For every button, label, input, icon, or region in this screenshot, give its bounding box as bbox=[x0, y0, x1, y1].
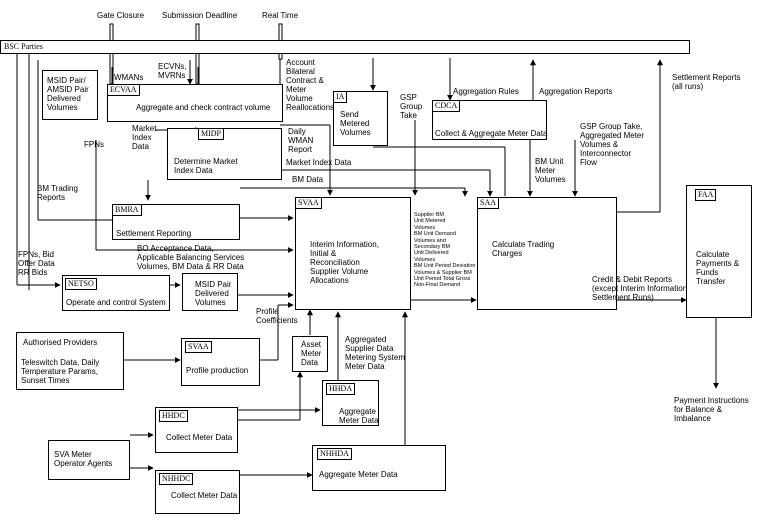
hhdc-title: Collect Meter Data bbox=[166, 433, 233, 442]
nhhda-title: Aggregate Meter Data bbox=[319, 470, 398, 479]
profile-coefficients-label: Profile Coefficients bbox=[256, 307, 298, 325]
asset-meter-data-box: Asset Meter Data bbox=[292, 336, 328, 372]
bo-acceptance-label: BO Acceptance Data, Applicable Balancing… bbox=[137, 244, 245, 271]
credit-debit-reports-label: Credit & Debit Reports (except Interim I… bbox=[592, 275, 688, 302]
aggregation-rules-label: Aggregation Rules bbox=[453, 87, 519, 96]
ia-box: IA Send Metered Volumes bbox=[333, 91, 388, 146]
nhhdc-box: NHHDC Collect Meter Data bbox=[155, 470, 240, 514]
authorised-providers-title: Authorised Providers bbox=[23, 338, 98, 347]
netso-box: NETSO Operate and control System bbox=[62, 275, 170, 311]
ecvaa-title: Aggregate and check contract volume bbox=[136, 103, 271, 112]
saa-box: SAA Calculate Trading Charges bbox=[477, 197, 617, 310]
authorised-providers-data: Teleswitch Data, Daily Temperature Param… bbox=[21, 358, 100, 385]
faa-box: FAA Calculate Payments & Funds Transfer bbox=[686, 185, 752, 318]
supplier-data-list: Supplier BM Unit Metered Volumes BM Unit… bbox=[414, 212, 476, 289]
hhda-box: HHDA Aggregate Meter Data bbox=[322, 380, 379, 426]
faa-title: Calculate Payments & Funds Transfer bbox=[696, 250, 740, 286]
sva-meter-box: SVA Meter Operator Agents bbox=[48, 440, 130, 480]
svaa-main-box: SVAA Interim Information, Initial & Reco… bbox=[295, 197, 411, 310]
fpns-label: FPNs bbox=[84, 140, 104, 149]
cdca-title: Collect & Aggregate Meter Data bbox=[435, 129, 548, 138]
account-bilateral-label: Account Bilateral Contract & Meter Volum… bbox=[286, 58, 335, 112]
real-time-label: Real Time bbox=[262, 11, 299, 20]
asset-meter-data-text: Asset Meter Data bbox=[301, 340, 322, 367]
bm-unit-meter-volumes-label: BM Unit Meter Volumes bbox=[535, 157, 566, 184]
nhhdc-tag: NHHDC bbox=[159, 473, 194, 485]
submission-deadline-label: Submission Deadline bbox=[162, 11, 238, 20]
ecvaa-box: ECVAA Aggregate and check contract volum… bbox=[107, 84, 283, 122]
msid-pair-mid-text: MSID Pair Delivered Volumes bbox=[195, 280, 232, 307]
saa-tag: SAA bbox=[477, 197, 500, 209]
midp-box: MIDP Determine Market Index Data bbox=[167, 128, 282, 180]
faa-tag: FAA bbox=[695, 189, 717, 201]
bm-trading-reports-label: BM Trading Reports bbox=[37, 184, 78, 202]
bmra-title: Settlement Reporting bbox=[116, 229, 192, 238]
bmra-tag: BMRA bbox=[112, 204, 142, 216]
svaa-profile-title: Profile production bbox=[186, 366, 249, 375]
ia-tag: IA bbox=[333, 91, 348, 103]
authorised-providers-box: Authorised Providers Teleswitch Data, Da… bbox=[16, 332, 124, 390]
hhdc-tag: HHDC bbox=[159, 410, 188, 422]
market-index-data-2-label: Market Index Data bbox=[286, 158, 352, 167]
sva-meter-text: SVA Meter Operator Agents bbox=[54, 450, 113, 468]
wmans-label: WMANs bbox=[114, 73, 144, 82]
cdca-tag: CDCA bbox=[432, 100, 461, 112]
aggregated-supplier-label: Aggregated Supplier Data Metering System… bbox=[345, 335, 406, 371]
settlement-reports-label: Settlement Reports (all runs) bbox=[672, 73, 741, 91]
bsc-parties-label: BSC Parties bbox=[4, 42, 43, 51]
bmra-box: BMRA Settlement Reporting bbox=[112, 204, 240, 240]
netso-tag: NETSO bbox=[65, 278, 97, 290]
aggregation-reports-label: Aggregation Reports bbox=[539, 87, 613, 96]
msid-pair-left-box: MSID Pair/ AMSID Pair Delivered Volumes bbox=[42, 70, 98, 120]
nhhdc-title: Collect Meter Data bbox=[171, 491, 238, 500]
hhda-title: Aggregate Meter Data bbox=[339, 407, 379, 425]
ecvaa-tag: ECVAA bbox=[107, 84, 140, 96]
svaa-profile-box: SVAA Profile production bbox=[181, 338, 260, 386]
svaa-main-tag: SVAA bbox=[295, 197, 322, 209]
cdca-box: CDCA Collect & Aggregate Meter Data bbox=[432, 100, 548, 140]
gsp-group-take-label: GSP Group Take, Aggregated Meter Volumes… bbox=[580, 122, 645, 167]
midp-tag: MIDP bbox=[198, 128, 225, 140]
svaa-profile-tag: SVAA bbox=[185, 341, 212, 353]
gsp-take-label: GSP Group Take bbox=[400, 93, 423, 120]
gate-closure-label: Gate Closure bbox=[97, 11, 145, 20]
saa-title: Calculate Trading Charges bbox=[492, 240, 555, 258]
msid-pair-mid-box: MSID Pair Delivered Volumes bbox=[182, 273, 238, 311]
netso-title: Operate and control System bbox=[66, 298, 166, 307]
ia-title: Send Metered Volumes bbox=[340, 110, 371, 137]
daily-wman-label: Daily WMAN Report bbox=[288, 127, 314, 154]
market-index-data-label: Market Index Data bbox=[132, 124, 157, 151]
nhhda-tag: NHHDA bbox=[317, 448, 352, 460]
fpns-bid-offer-label: FPNs, Bid Offer Data RR Bids bbox=[18, 250, 55, 277]
midp-title: Determine Market Index Data bbox=[174, 157, 238, 175]
bm-data-label: BM Data bbox=[292, 175, 324, 184]
ecvns-label: ECVNs, MVRNs bbox=[158, 62, 187, 80]
hhdc-box: HHDC Collect Meter Data bbox=[155, 407, 238, 453]
bsc-parties-bar: BSC Parties bbox=[0, 40, 690, 54]
nhhda-box: NHHDA Aggregate Meter Data bbox=[312, 445, 446, 491]
payment-instructions-label: Payment Instructions for Balance & Imbal… bbox=[674, 396, 749, 423]
msid-pair-left-text: MSID Pair/ AMSID Pair Delivered Volumes bbox=[47, 76, 89, 112]
hhda-tag: HHDA bbox=[326, 383, 356, 395]
svaa-main-title: Interim Information, Initial & Reconcili… bbox=[310, 240, 379, 285]
